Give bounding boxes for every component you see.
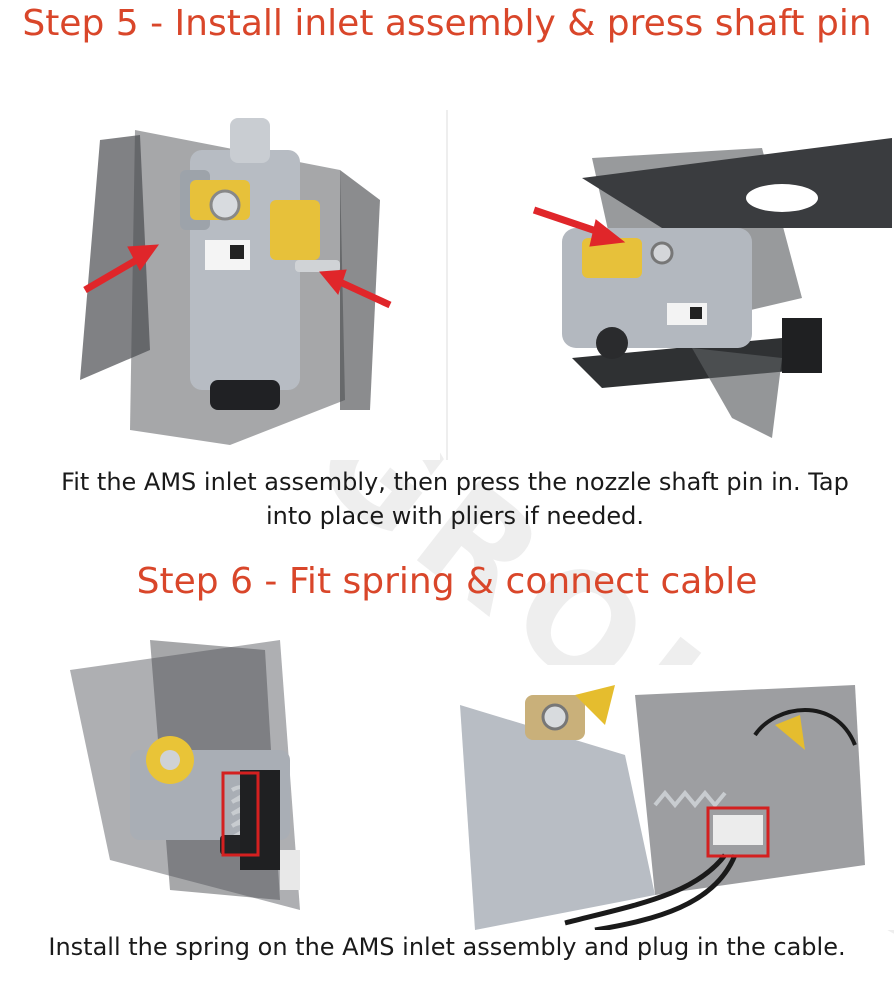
step5-heading: Step 5 - Install inlet assembly & press … — [22, 3, 872, 44]
step5-photo-pliers-pressing-pin — [452, 118, 894, 460]
photo-divider — [446, 110, 448, 460]
step6-photo-spring — [40, 620, 445, 930]
step6-photo-cable-connector — [455, 665, 894, 930]
step6-caption: Install the spring on the AMS inlet asse… — [48, 933, 846, 961]
step5-caption: Fit the AMS inlet assembly, then press t… — [61, 468, 849, 530]
step6-heading: Step 6 - Fit spring & connect cable — [136, 561, 758, 602]
step5-photo-inlet-assembly — [40, 110, 440, 460]
